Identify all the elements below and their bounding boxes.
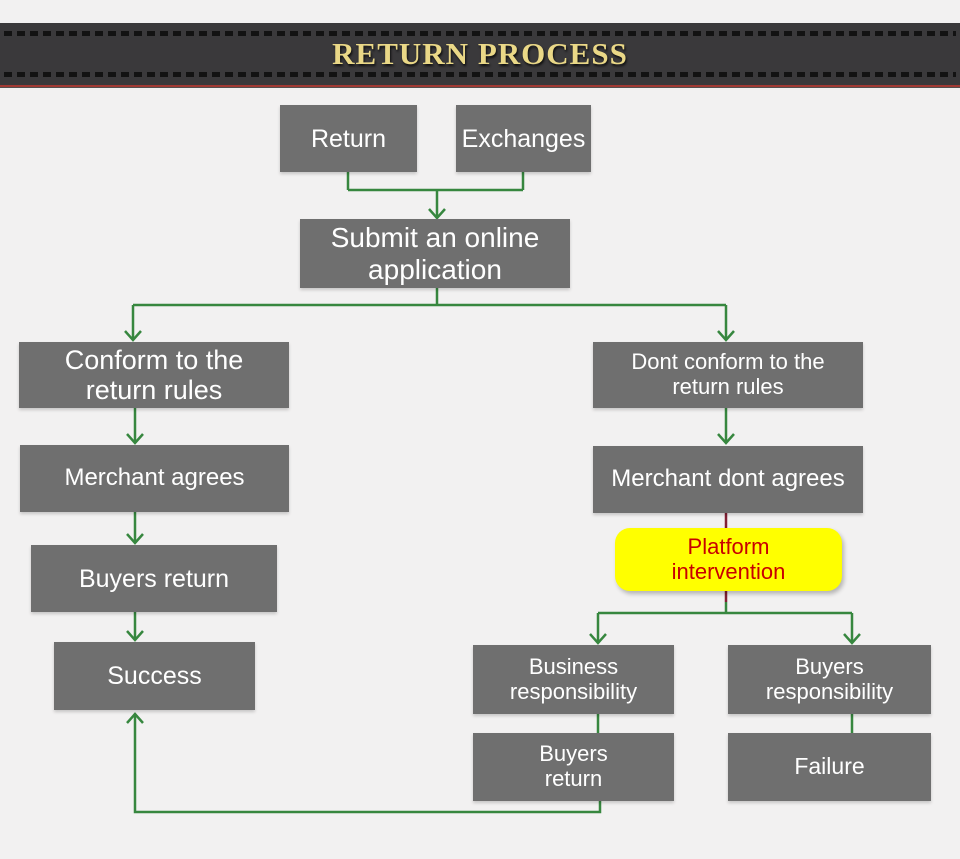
header-accent-shadow [0,87,960,88]
header-band: RETURN PROCESS [0,23,960,85]
page-title: RETURN PROCESS [332,36,628,71]
node-buyers-return: Buyers return [31,545,277,612]
node-dont-conform-rules: Dont conform to the return rules [593,342,863,408]
node-submit-application: Submit an online application [300,219,570,288]
node-success: Success [54,642,255,710]
node-conform-rules: Conform to the return rules [19,342,289,408]
node-exchanges: Exchanges [456,105,591,172]
node-failure: Failure [728,733,931,801]
node-merchant-agrees: Merchant agrees [20,445,289,512]
node-return: Return [280,105,417,172]
node-business-responsibility: Business responsibility [473,645,674,714]
node-platform-intervention: Platform intervention [615,528,842,591]
node-buyers-return-bottom: Buyers return [473,733,674,801]
header-accent-line [0,85,960,87]
node-buyers-responsibility: Buyers responsibility [728,645,931,714]
film-dashes-bottom [4,72,956,77]
film-dashes-top [4,31,956,36]
node-merchant-dont-agrees: Merchant dont agrees [593,446,863,513]
